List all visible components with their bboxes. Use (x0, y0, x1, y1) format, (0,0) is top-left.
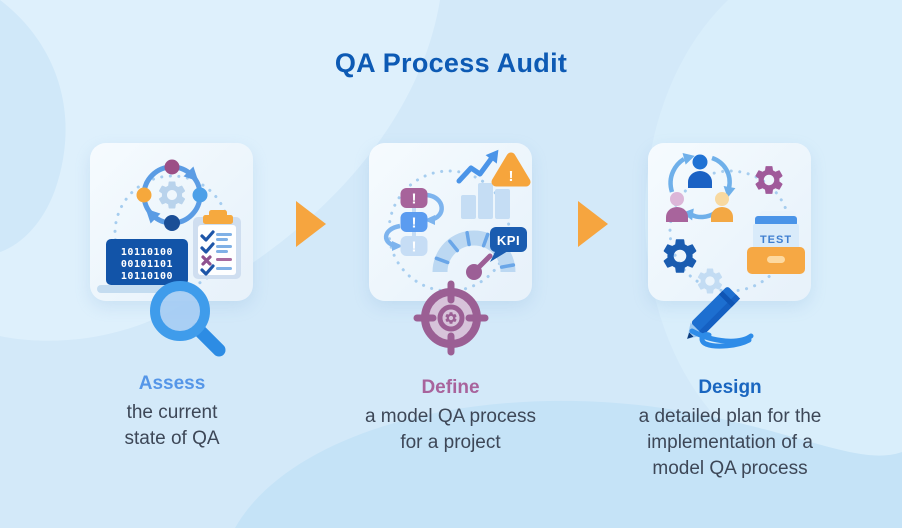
svg-text:!: ! (412, 239, 417, 256)
svg-text:!: ! (412, 215, 417, 232)
issue-flow-icon: ! ! ! (383, 188, 444, 256)
test-drawer-icon: TEST (747, 211, 805, 274)
step-2-heading: Define (421, 377, 480, 398)
svg-text:!: ! (412, 191, 417, 208)
target-crosshair-icon (413, 280, 489, 356)
growth-chart-icon (456, 149, 510, 219)
test-label: TEST (760, 234, 792, 246)
team-cycle-icon (666, 152, 736, 222)
kpi-gauge-icon: KPI (432, 227, 527, 280)
step-3-description-line: implementation of a (647, 432, 813, 453)
step-1-description-line: state of QA (124, 428, 220, 449)
checklist-clipboard-icon (193, 210, 241, 279)
step-card-design: TEST (648, 143, 811, 349)
gears-icon (663, 239, 723, 294)
svg-text:10110100: 10110100 (121, 271, 173, 282)
page-title: QA Process Audit (334, 48, 568, 78)
step-3-caption: Design a detailed plan for the implement… (594, 375, 866, 482)
step-3-heading: Design (698, 377, 762, 398)
svg-text:!: ! (509, 168, 514, 185)
step-2-description-line: a model QA process (364, 406, 537, 427)
step-3-description-line: model QA process (652, 458, 808, 479)
svg-text:10110100: 10110100 (121, 247, 173, 258)
step-1-description-line: the current (126, 402, 218, 423)
magnifying-glass-icon (150, 281, 226, 357)
svg-text:00101101: 00101101 (121, 259, 173, 270)
kpi-label: KPI (497, 233, 520, 248)
step-1-caption: Assess the current state of QA (72, 371, 272, 452)
step-card-assess: 10110100 00101101 10110100 (90, 143, 253, 357)
pen-scribble-icon (687, 287, 754, 349)
gear-icon (755, 166, 783, 194)
warning-triangle-icon: ! (491, 152, 531, 187)
step-3-description-line: a detailed plan for the (638, 406, 822, 427)
step-2-description-line: for a project (400, 432, 501, 453)
flow-arrow-icon (578, 201, 608, 247)
flow-arrow-icon (296, 201, 326, 247)
step-card-define: ! ! ! ! (369, 143, 532, 356)
laptop-binary-icon: 10110100 00101101 10110100 (97, 239, 197, 293)
step-2-caption: Define a model QA process for a project (328, 375, 573, 456)
step-1-heading: Assess (138, 373, 206, 394)
